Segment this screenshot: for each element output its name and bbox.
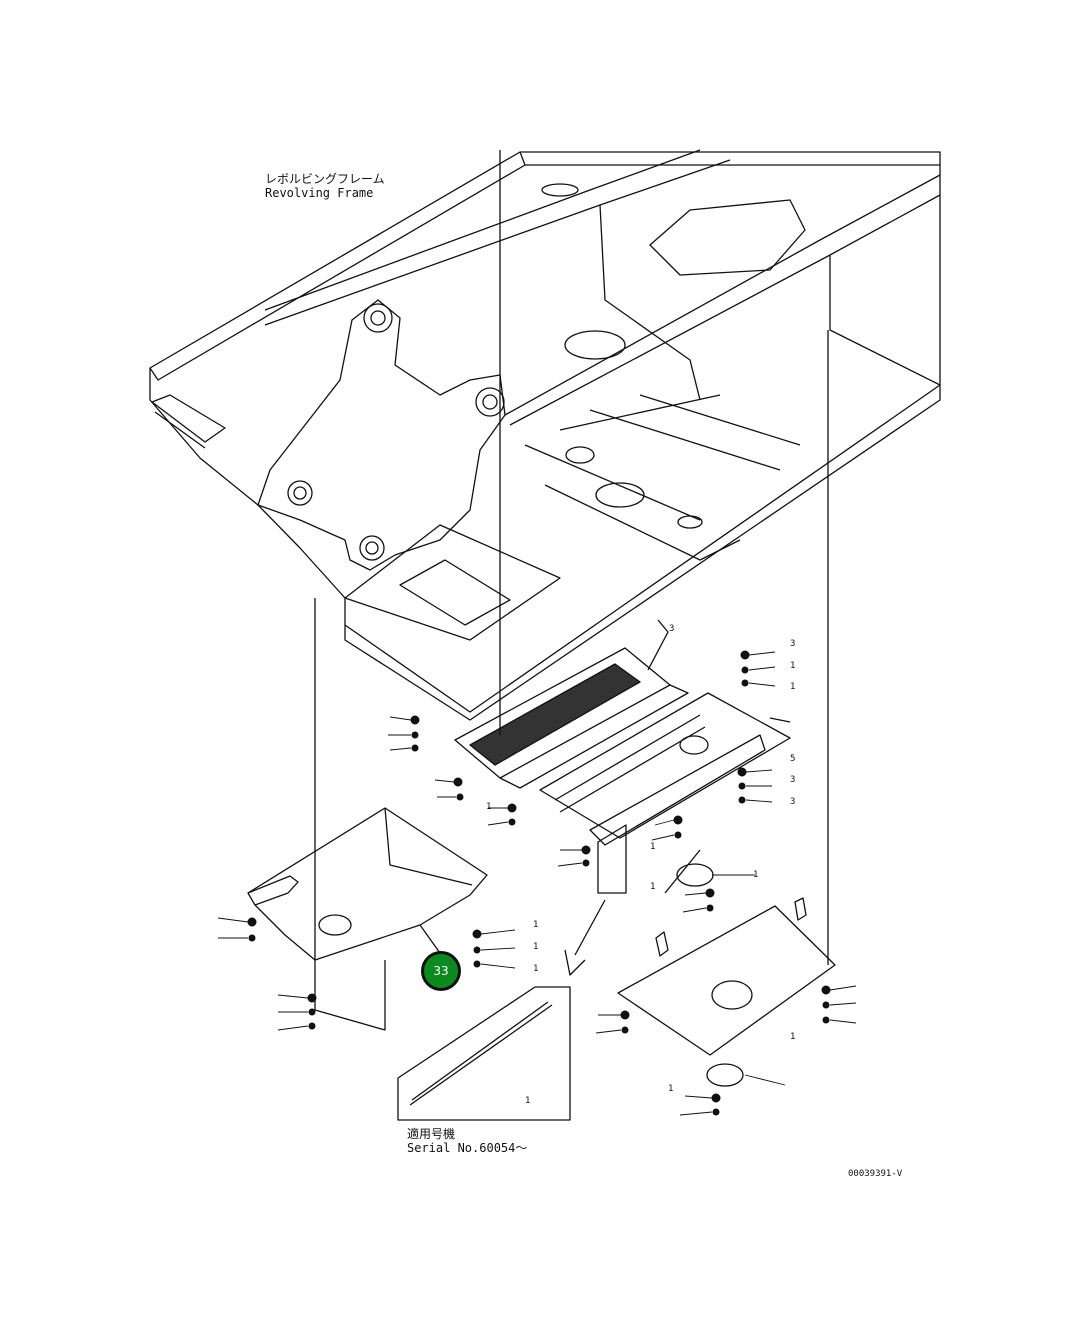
frame-beam-right: [504, 174, 941, 426]
detail-arrow: [564, 899, 606, 976]
cover-plate-right: [539, 692, 791, 839]
part-ref: 3: [790, 797, 796, 807]
callout-33[interactable]: 33: [421, 951, 461, 991]
serial-inset: [397, 986, 571, 1121]
part-ref: 1: [533, 964, 539, 974]
part-ref: 1: [650, 882, 656, 892]
part-ref: 1: [753, 870, 759, 880]
part-ref: 1: [790, 682, 796, 692]
part-ref: 3: [669, 624, 675, 634]
serial-label-jp: 適用号機: [407, 1127, 456, 1141]
part-ref: 3: [790, 775, 796, 785]
step: [151, 394, 226, 449]
boom-bracket: [257, 299, 506, 571]
part-ref: 5: [790, 754, 796, 764]
frame-label-en: Revolving Frame: [265, 186, 374, 200]
serial-label-en: Serial No.60054～: [407, 1141, 528, 1155]
frame-label-jp: レボルビングフレーム: [265, 172, 385, 186]
rubber-stopper-2: [794, 897, 807, 921]
part-ref: 1: [668, 1084, 674, 1094]
part-ref: 1: [650, 842, 656, 852]
part-ref: 1: [486, 802, 492, 812]
part-ref: 1: [790, 661, 796, 671]
frame-outline: [149, 151, 941, 713]
drawing-code: 00039391-V: [848, 1169, 903, 1179]
part-ref: 3: [790, 639, 796, 649]
part-ref: 1: [533, 920, 539, 930]
rubber-stopper-1: [655, 931, 669, 957]
part-ref: 1: [525, 1096, 531, 1106]
under-cover-left: [247, 807, 488, 961]
part-ref: 1: [790, 1032, 796, 1042]
under-cover-right: [617, 905, 836, 1056]
part-ref: 1: [533, 942, 539, 952]
